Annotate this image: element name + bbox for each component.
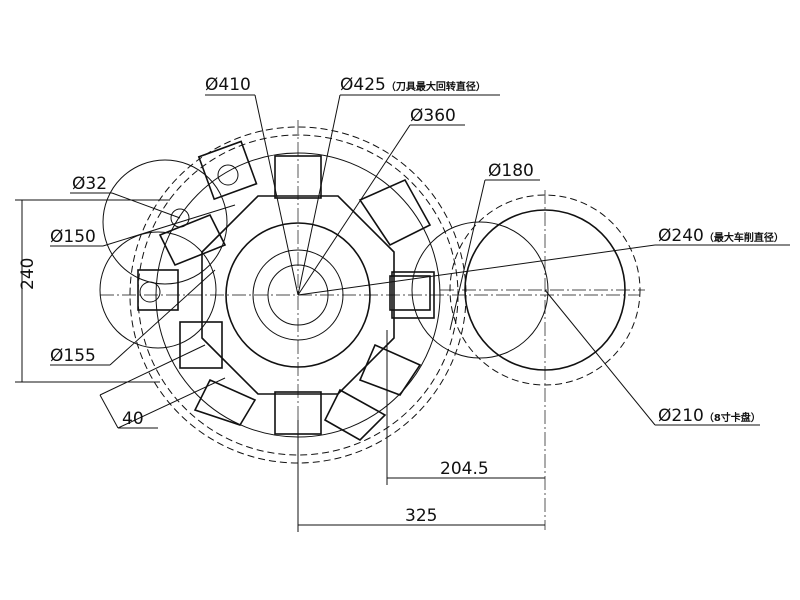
label-d360: Ø360 xyxy=(410,106,456,126)
dim-204-5: 204.5 xyxy=(440,459,489,479)
label-d425: Ø425（刀具最大回转直径） xyxy=(340,75,486,95)
dimension-lines xyxy=(15,199,545,532)
circle-d150 xyxy=(102,159,228,285)
tool-stations xyxy=(137,140,435,441)
label-d410: Ø410 xyxy=(205,75,251,95)
label-d210: Ø210（8寸卡盘） xyxy=(658,406,761,426)
leader-lines xyxy=(50,94,790,426)
label-d180: Ø180 xyxy=(488,161,534,181)
label-d32: Ø32 xyxy=(72,174,107,194)
label-d155: Ø155 xyxy=(50,346,96,366)
circle-d180 xyxy=(411,221,549,359)
label-d150: Ø150 xyxy=(50,227,96,247)
dim-40: 40 xyxy=(122,409,144,429)
circle-d155 xyxy=(99,231,217,349)
label-d240: Ø240（最大车削直径） xyxy=(658,226,784,246)
dim-240: 240 xyxy=(18,258,38,290)
dim-325: 325 xyxy=(405,506,437,526)
